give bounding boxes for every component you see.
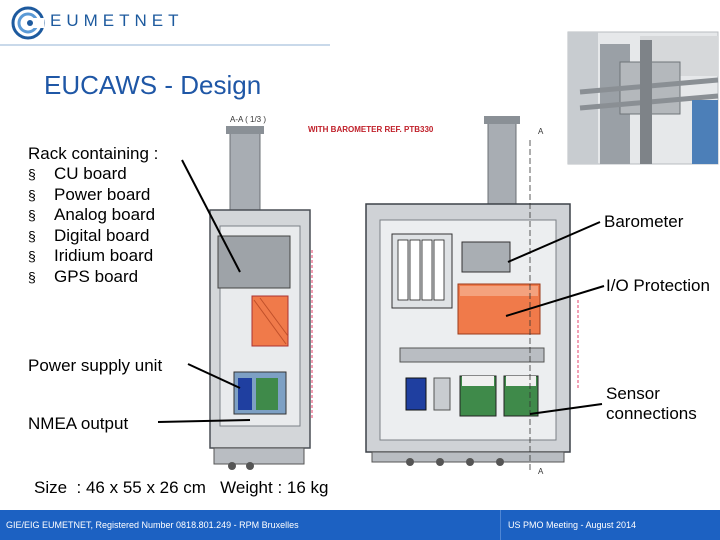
footer-registration: GIE/EIG EUMETNET, Registered Number 0818… — [6, 520, 299, 530]
io-protection-label: I/O Protection — [606, 276, 710, 295]
list-item: § Power board — [28, 185, 155, 206]
barometer-label: Barometer — [604, 212, 684, 231]
bullet-icon: § — [28, 166, 36, 182]
logo-gap — [30, 18, 44, 28]
bullet-icon: § — [28, 268, 36, 285]
enclosure-drawing: A-A ( 1/3 ) WITH BAROMETER REF. PTB330 — [157, 31, 719, 476]
list-item-label: Power board — [54, 184, 151, 204]
list-item-label: Analog board — [54, 205, 156, 224]
footer-meeting: US PMO Meeting - August 2014 — [508, 520, 637, 530]
section-label: A-A ( 1/3 ) — [230, 115, 266, 124]
size-weight-spec: Size : 46 x 55 x 26 cm Weight : 16 kg — [34, 478, 329, 497]
list-item-label: GPS board — [54, 266, 139, 286]
mounting-photo — [567, 31, 719, 165]
leader-nmea — [157, 419, 251, 423]
list-item-label: Iridium board — [54, 246, 154, 265]
rack-items: § CU board § Power board § Analog board § Di… — [28, 164, 155, 287]
leader-rack — [181, 159, 241, 273]
sensor-connections-label: Sensor connections — [606, 384, 697, 424]
bullet-icon: § — [28, 227, 36, 244]
list-item: § Digital board — [28, 226, 155, 247]
bullet-icon: § — [28, 207, 36, 223]
list-item: § Analog board — [28, 205, 155, 226]
footer-divider — [500, 510, 501, 540]
leader-io — [505, 285, 605, 317]
brand-name: EUMETNET — [50, 11, 184, 30]
logo-dot — [27, 20, 33, 26]
sensor-label-line1: Sensor — [606, 384, 660, 403]
list-item: § CU board — [28, 164, 155, 185]
section-marker-bottom: A — [538, 467, 544, 476]
list-item: § Iridium board — [28, 246, 155, 267]
list-item-label: Digital board — [54, 225, 150, 245]
leader-barometer — [507, 221, 601, 263]
footer-bar — [0, 510, 720, 540]
slide-title: EUCAWS - Design — [44, 70, 262, 100]
sensor-label-line2: connections — [606, 404, 697, 423]
bullet-icon: § — [28, 248, 36, 264]
eumetnet-logo — [11, 6, 45, 40]
barometer-ref: WITH BAROMETER REF. PTB330 — [308, 125, 434, 134]
list-item: § GPS board — [28, 267, 155, 288]
rack-title: Rack containing : — [28, 144, 159, 163]
power-supply-label: Power supply unit — [28, 356, 163, 375]
header-rule — [0, 44, 330, 46]
leader-sensor — [529, 403, 603, 415]
leader-power — [187, 363, 241, 389]
nmea-output-label: NMEA output — [28, 414, 129, 433]
section-marker-top: A — [538, 127, 544, 136]
bullet-icon: § — [28, 186, 36, 203]
left-enclosure — [209, 126, 313, 470]
list-item-label: CU board — [54, 164, 127, 183]
right-enclosure — [365, 116, 579, 470]
